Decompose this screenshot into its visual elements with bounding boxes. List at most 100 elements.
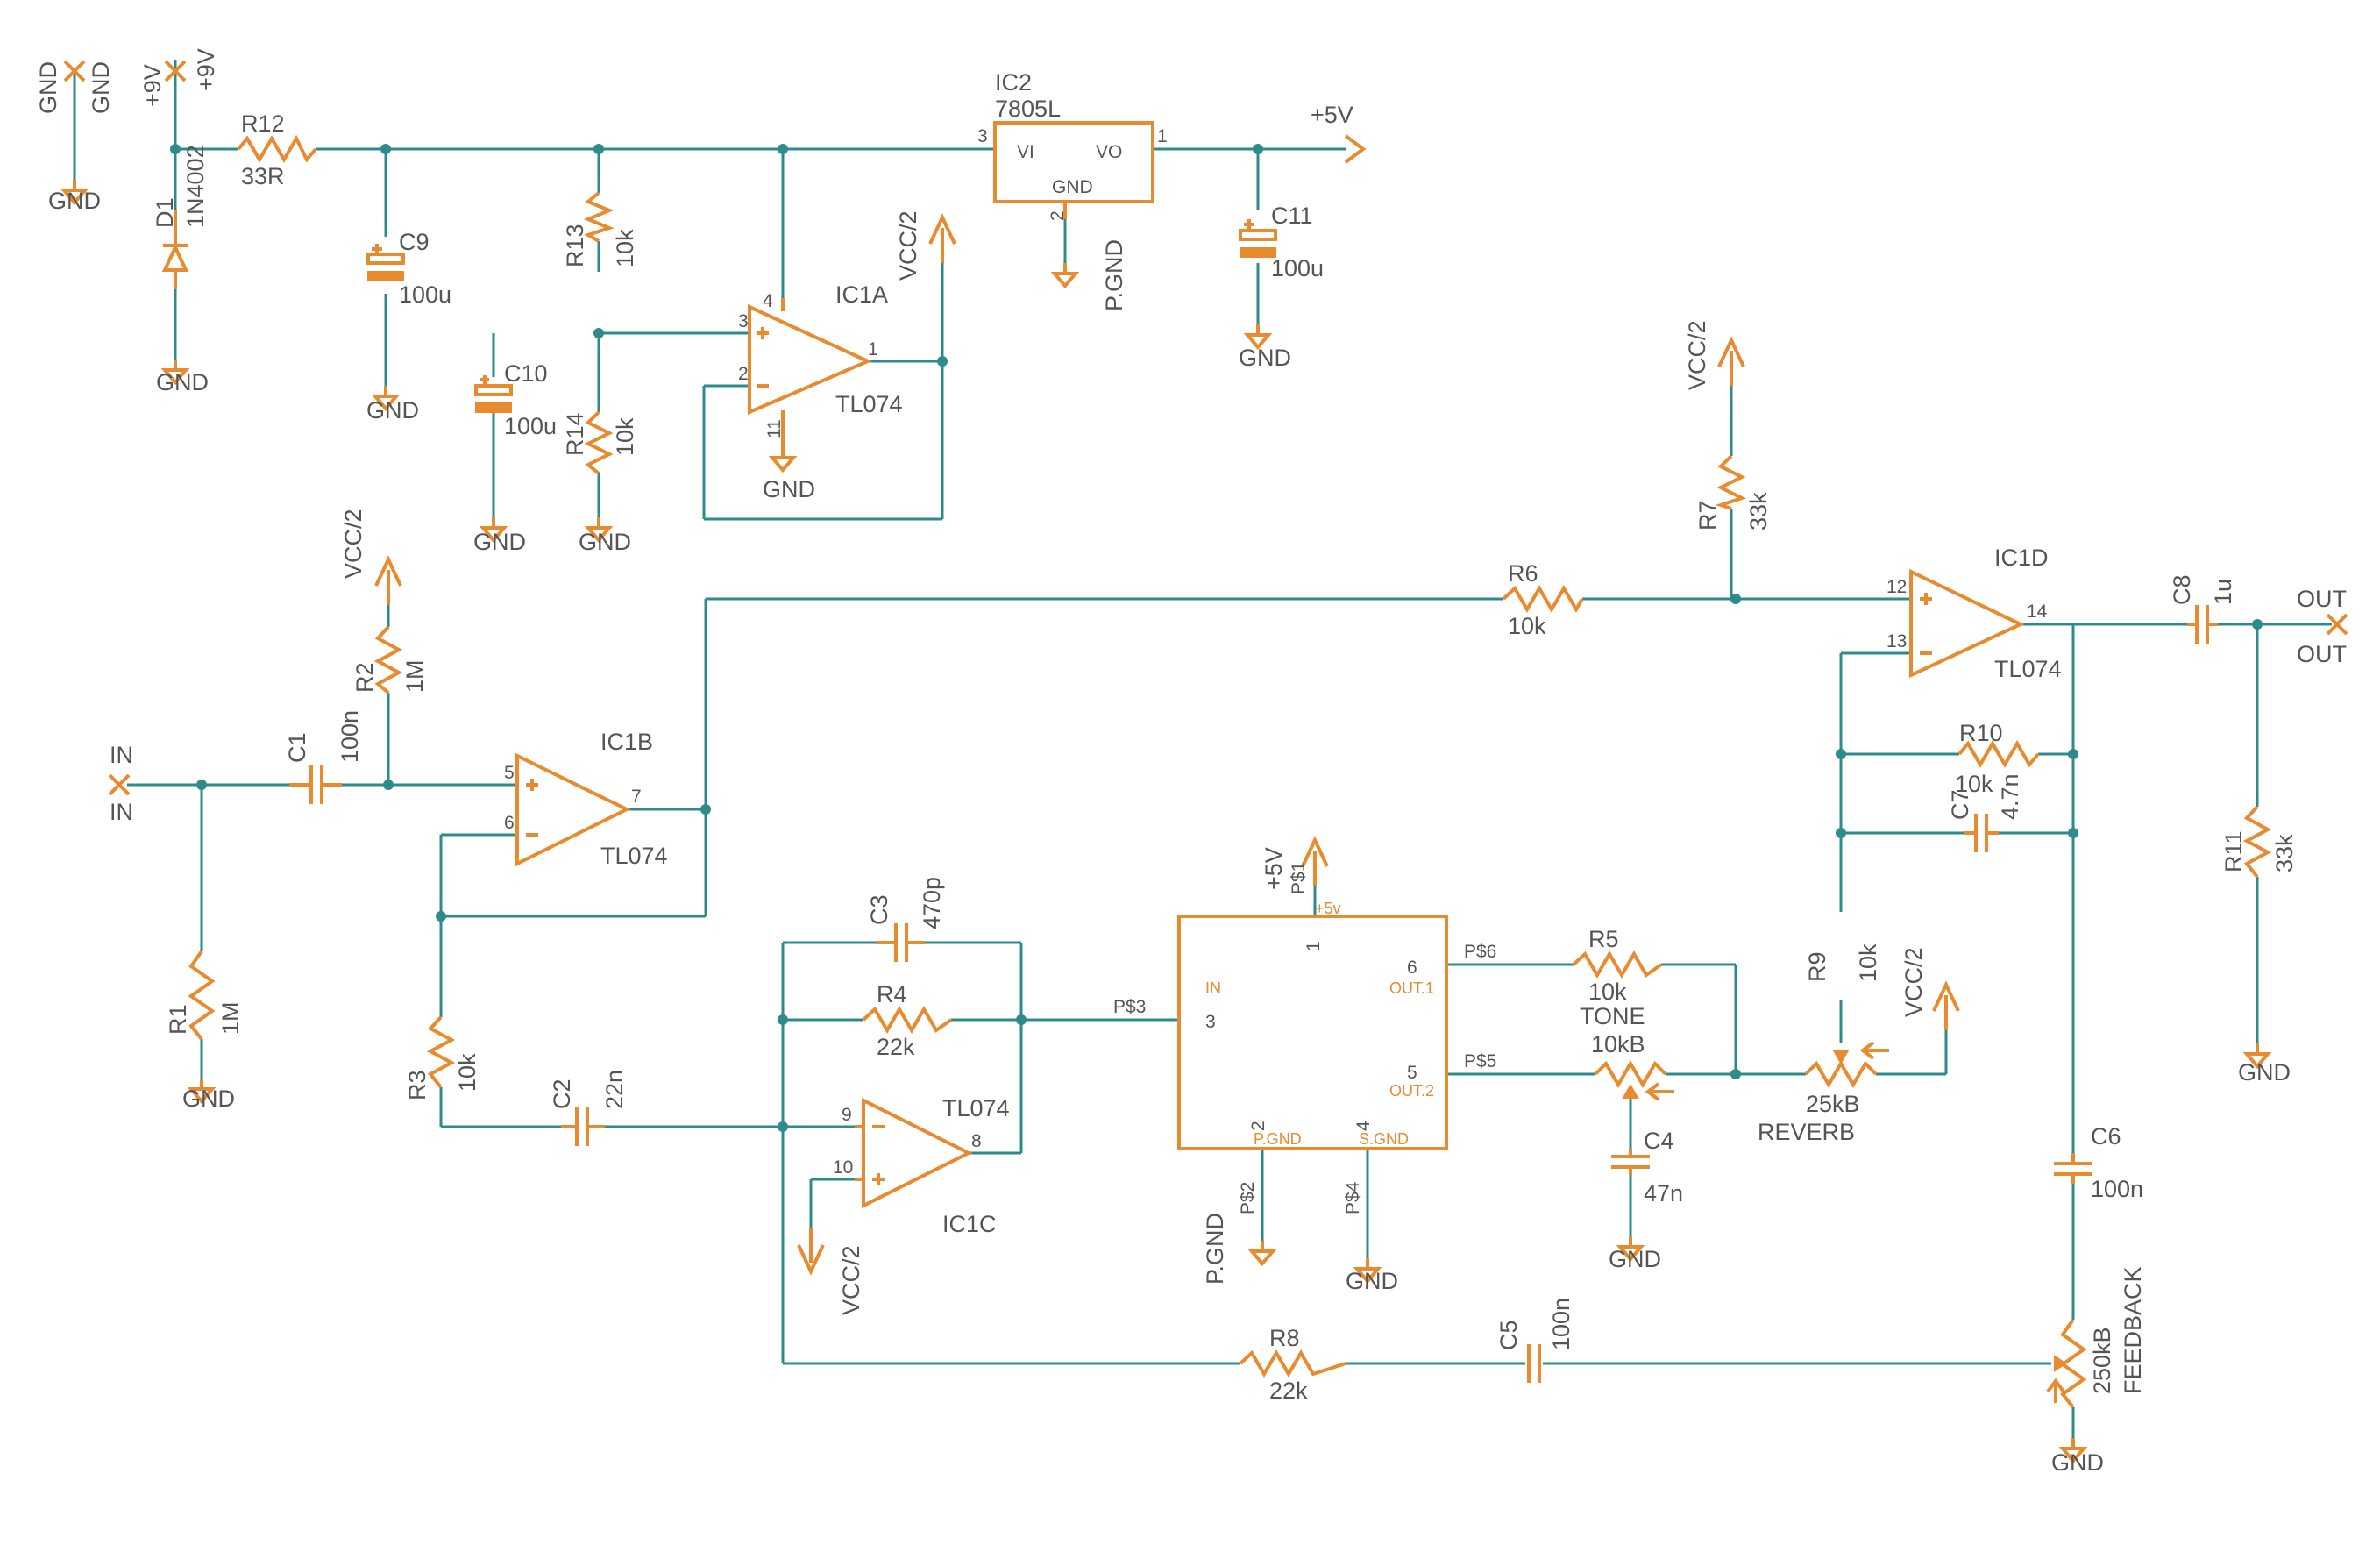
c1-name: C1 <box>284 732 310 763</box>
c2-value: 22n <box>601 1070 628 1109</box>
v9-label-b: +9V <box>193 48 219 91</box>
gnd-label-b: GND <box>88 61 114 114</box>
ic1b-pin7: 7 <box>631 787 642 807</box>
r8-value: 22k <box>1269 1378 1308 1404</box>
r10-value: 10k <box>1955 771 1993 797</box>
c9-value: 100u <box>399 281 451 308</box>
gnd-label-r14: GND <box>579 529 631 555</box>
r8-name: R8 <box>1269 1325 1300 1351</box>
no-connect-in <box>108 773 131 796</box>
r5-name: R5 <box>1588 926 1619 952</box>
opamp-ic1d <box>1909 568 2025 679</box>
c10-value: 100u <box>504 413 557 439</box>
resistor-r3 <box>426 1015 456 1089</box>
module-p1: P$1 <box>1289 862 1309 894</box>
r2-name: R2 <box>352 662 378 693</box>
r1-gnd: GND <box>182 1086 235 1112</box>
ic1d-pin14: 14 <box>2027 602 2048 622</box>
capacitor-c9 <box>366 244 405 281</box>
r7-name: R7 <box>1694 500 1721 530</box>
c8-name: C8 <box>2169 574 2195 605</box>
ic2-pin2: 2 <box>1048 210 1068 221</box>
capacitor-c1 <box>289 765 342 804</box>
capacitor-c2 <box>561 1107 605 1146</box>
opamp-ic1a <box>748 303 872 416</box>
module-pin5: 5 <box>1407 1063 1417 1083</box>
capacitor-c11 <box>1239 219 1277 258</box>
ic1d-name: IC1D <box>1994 545 2049 571</box>
capacitor-c4 <box>1611 1149 1650 1175</box>
c2-name: C2 <box>549 1079 575 1109</box>
out-label-a: OUT <box>2297 586 2347 612</box>
ic1c-vcc2: VCC/2 <box>838 1245 864 1315</box>
r12-name: R12 <box>241 110 285 137</box>
ic1c-name: IC1C <box>942 1211 997 1237</box>
module-pgnd: P.GND <box>1254 1130 1302 1148</box>
r11-gnd: GND <box>2238 1059 2291 1086</box>
r9-name: R9 <box>1804 951 1830 982</box>
feedback-value: 250kB <box>2089 1327 2115 1394</box>
c8-value: 1u <box>2210 579 2236 605</box>
module-p4: P$4 <box>1343 1181 1363 1214</box>
diode-d1 <box>161 210 189 289</box>
vcc-flag-ic1c <box>797 1228 825 1276</box>
reverb-label: REVERB <box>1758 1119 1855 1145</box>
pot-tone <box>1594 1060 1667 1088</box>
components <box>62 60 2348 1463</box>
pot-reverb <box>1804 1060 1878 1088</box>
c11-value: 100u <box>1271 255 1324 281</box>
c7-name: C7 <box>1947 789 1973 820</box>
feedback-label: FEEDBACK <box>2120 1266 2146 1394</box>
resistor-r10 <box>1957 740 2040 768</box>
module-pin6: 6 <box>1407 958 1417 978</box>
resistor-r13 <box>583 191 615 243</box>
module-pin2: 2 <box>1248 1121 1268 1131</box>
c6-value: 100n <box>2091 1176 2143 1202</box>
reverb-value: 25kB <box>1806 1091 1860 1117</box>
module-gnd: GND <box>1346 1268 1398 1294</box>
module-v5-small: +5v <box>1315 900 1341 917</box>
module-pin1: 1 <box>1304 941 1324 951</box>
capacitor-c8 <box>2187 605 2218 644</box>
ic2-name: IC2 <box>995 69 1032 96</box>
v5-arrow <box>1344 134 1367 164</box>
r11-value: 33k <box>2271 834 2298 872</box>
ic1a-name: IC1A <box>835 281 888 308</box>
module-pin3: 3 <box>1205 1012 1216 1032</box>
gnd-label-top: GND <box>48 188 101 214</box>
d1-name: D1 <box>152 197 178 228</box>
ic1a-pin4: 4 <box>763 291 773 311</box>
no-connect-9v <box>164 60 187 82</box>
ic1a-pin2: 2 <box>738 364 749 384</box>
gnd-label-a: GND <box>35 61 61 114</box>
capacitor-c7 <box>1964 814 1999 852</box>
r10-name: R10 <box>1959 720 2003 746</box>
ic1a-vref: VCC/2 <box>895 210 921 281</box>
module-pgnd-sym: P.GND <box>1202 1213 1228 1285</box>
ic1b-name: IC1B <box>600 729 653 755</box>
c4-name: C4 <box>1644 1128 1674 1154</box>
opamp-ic1c <box>862 1097 973 1209</box>
module-pin4: 4 <box>1353 1121 1374 1131</box>
resistor-r2 <box>373 625 403 694</box>
regulator-ic2 <box>993 121 1154 203</box>
ic1d-pin12: 12 <box>1886 577 1907 597</box>
r14-name: R14 <box>562 412 588 456</box>
r9-value: 10k <box>1855 943 1881 982</box>
tone-value: 10kB <box>1591 1031 1645 1057</box>
vcc-flag-reverb <box>1932 983 1960 1032</box>
r4-value: 22k <box>877 1034 915 1060</box>
gnd-label-c9: GND <box>366 397 419 424</box>
no-connect-gnd <box>63 60 86 82</box>
r7-vcc2: VCC/2 <box>1684 320 1710 390</box>
ic2-pin3: 3 <box>977 126 988 146</box>
r13-value: 10k <box>612 229 638 267</box>
module-out2: OUT.2 <box>1389 1082 1434 1100</box>
r6-value: 10k <box>1508 613 1546 639</box>
c11-name: C11 <box>1271 203 1313 229</box>
module-p3: P$3 <box>1113 997 1146 1017</box>
out-label-b: OUT <box>2297 641 2347 667</box>
ic1d-pin13: 13 <box>1886 631 1907 651</box>
ic1a-pin3: 3 <box>738 311 749 331</box>
